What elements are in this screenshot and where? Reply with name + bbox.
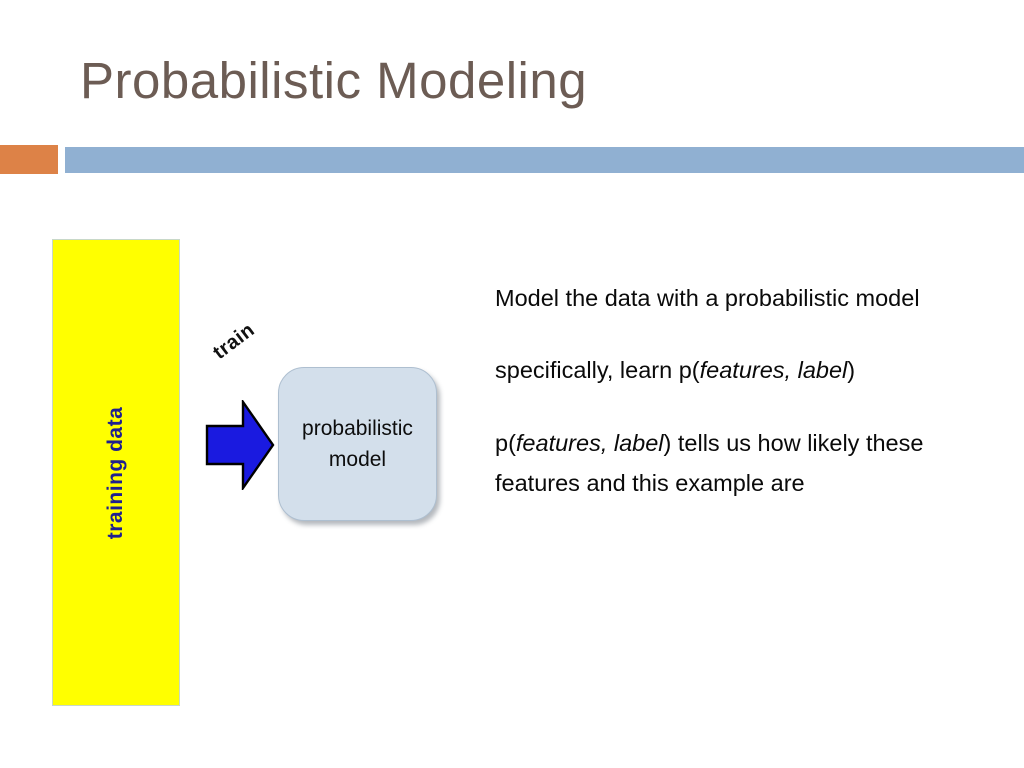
body-paragraph: Model the data with a probabilistic mode…: [495, 278, 1000, 318]
training-data-label: training data: [104, 406, 127, 539]
model-box-line-1: probabilistic: [302, 416, 413, 440]
plain-text: p(: [495, 429, 516, 456]
emphasis-text: features, label: [515, 429, 664, 456]
plain-text: ): [847, 357, 856, 384]
body-text-block: Model the data with a probabilistic mode…: [495, 278, 1000, 504]
right-arrow-icon: [205, 400, 275, 490]
plain-text: ) tells us how likely these features and…: [495, 429, 924, 497]
probabilistic-model-box: probabilistic model: [278, 367, 437, 521]
plain-text: Model the data with a probabilistic mode…: [495, 285, 920, 311]
accent-divider-bar: [65, 147, 1024, 173]
model-box-line-2: model: [328, 448, 387, 471]
training-data-block: training data: [52, 239, 180, 706]
page-title: Probabilistic Modeling: [80, 52, 588, 109]
body-paragraph: p(features, label) tells us how likely t…: [495, 423, 1000, 504]
accent-square-decoration: [0, 145, 58, 174]
probabilistic-model-box-label: probabilistic model: [296, 413, 419, 475]
body-paragraph: specifically, learn p(features, label): [495, 350, 1000, 390]
plain-text: specifically, learn p(: [495, 357, 700, 384]
emphasis-text: features, label: [699, 357, 848, 384]
train-arrow-label: train: [209, 318, 259, 364]
